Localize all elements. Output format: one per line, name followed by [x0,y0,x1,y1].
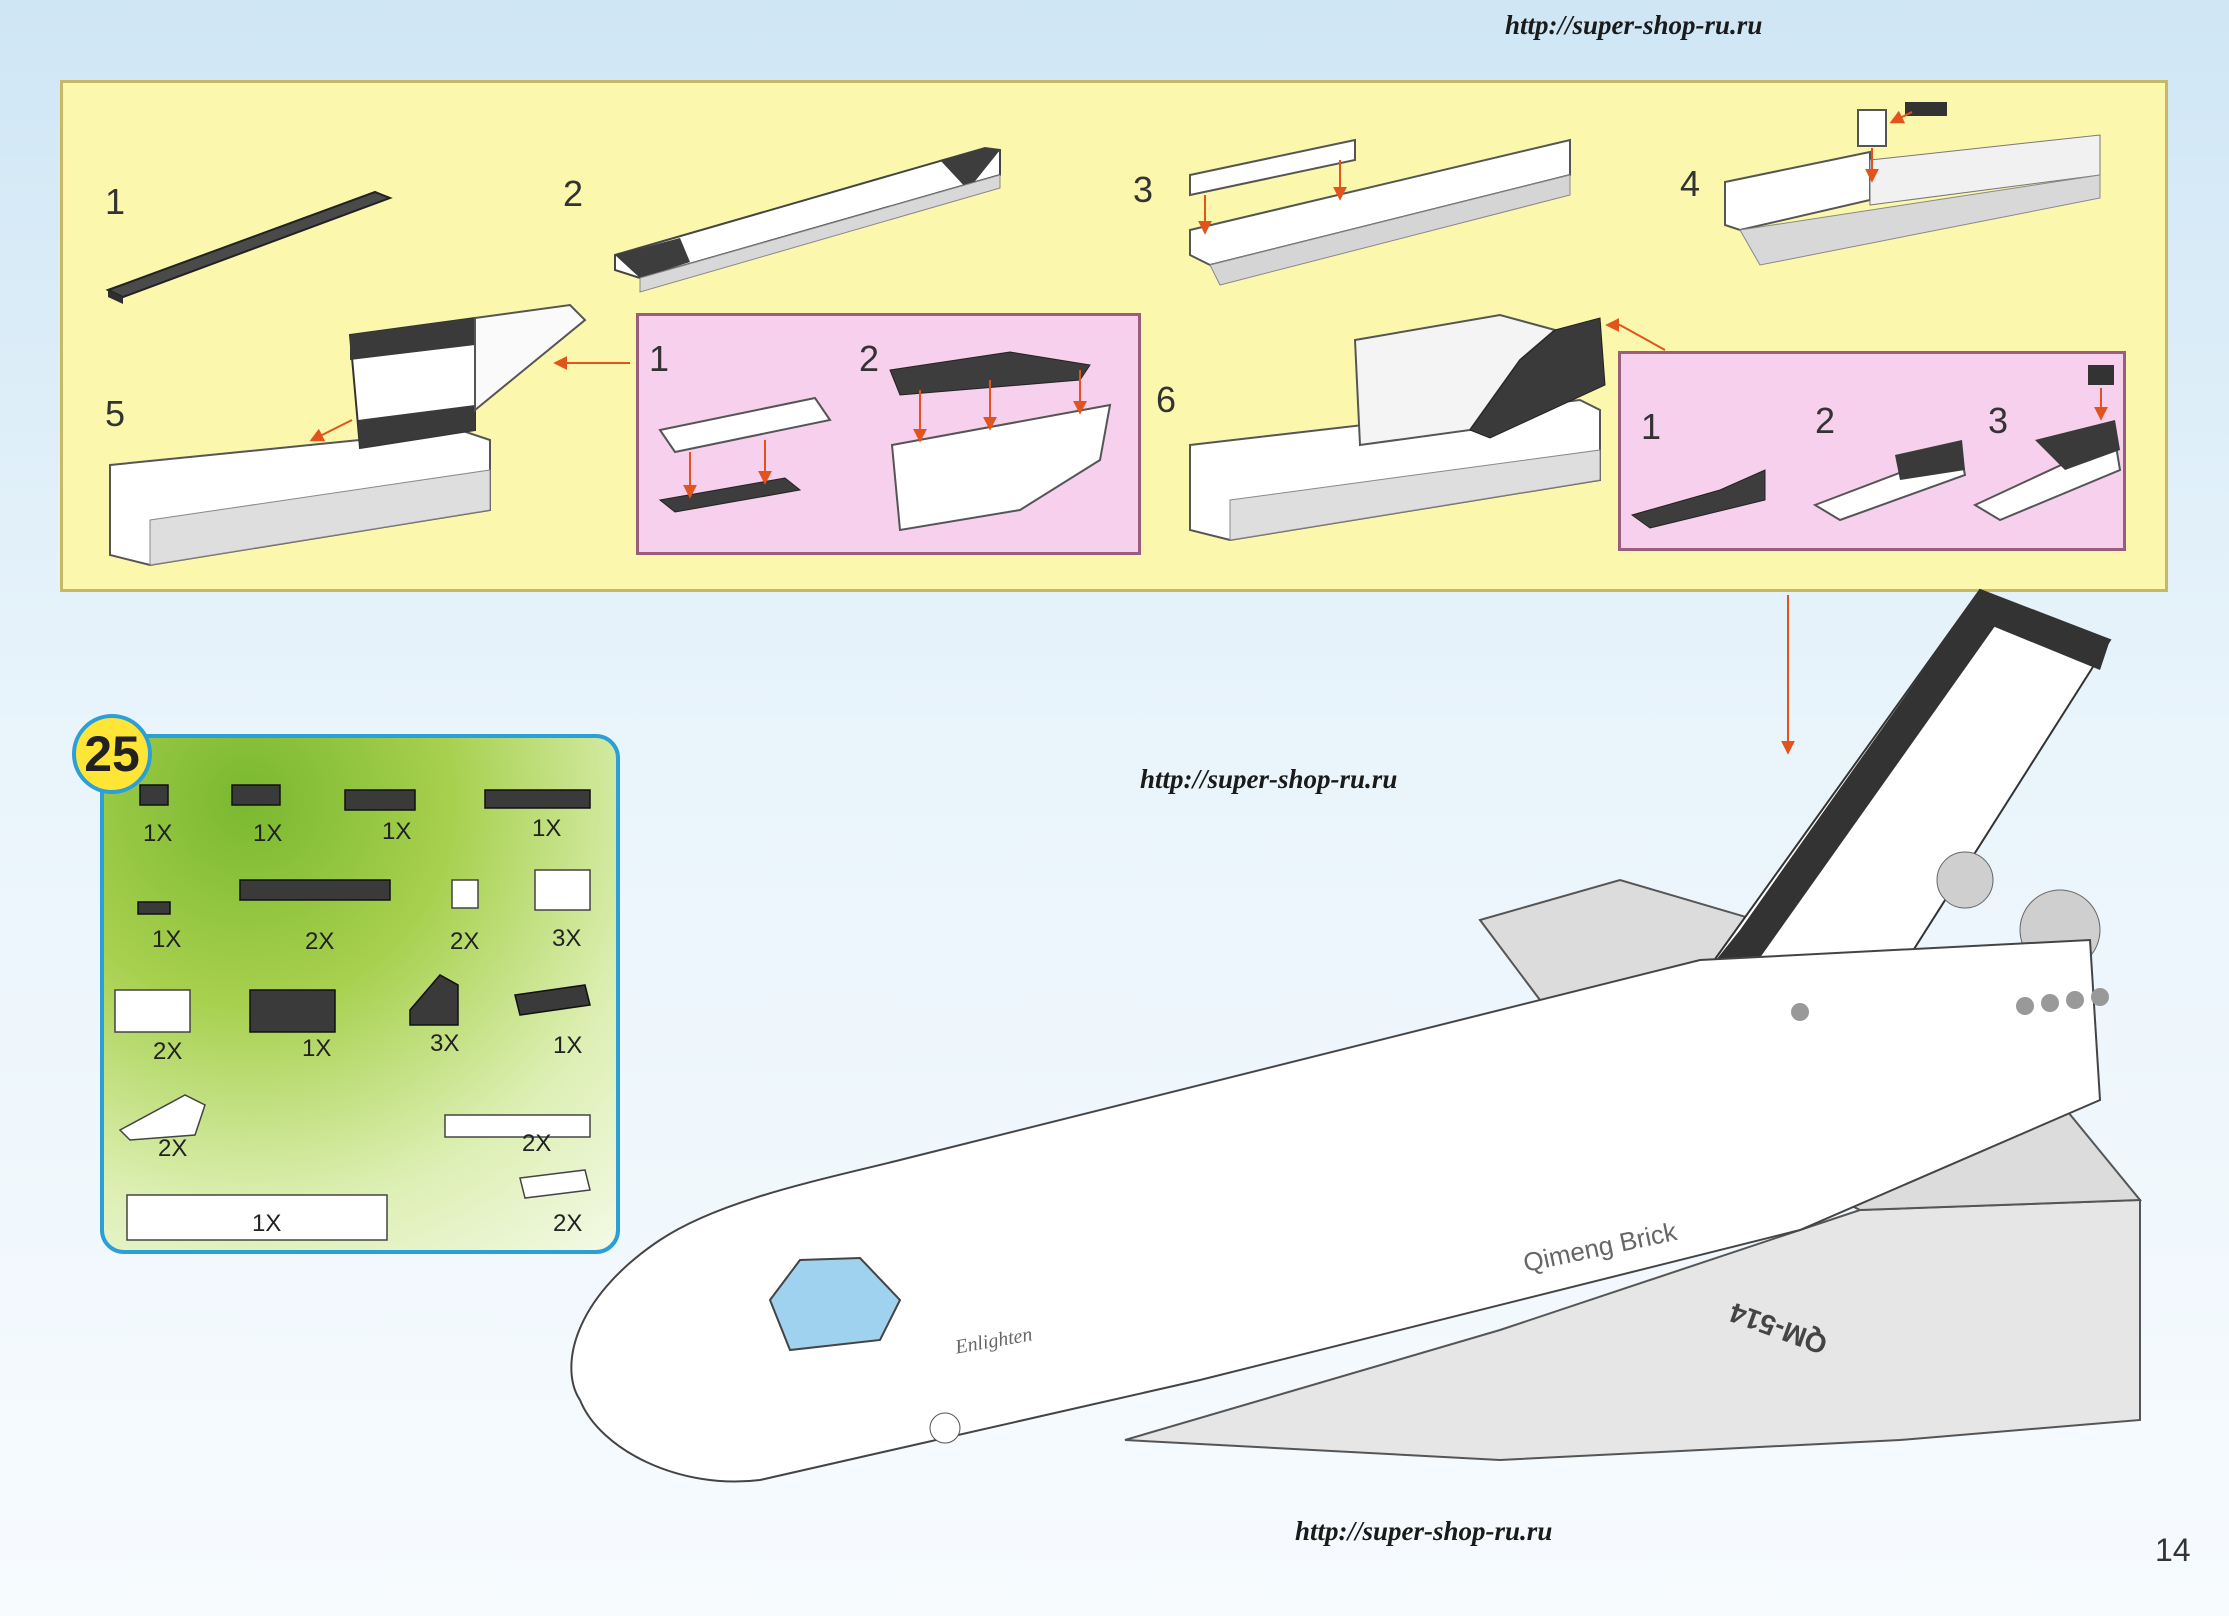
qty-13: 2X [158,1135,188,1162]
sub-assembly-inset-b: 1 2 3 [1618,351,2126,551]
inset-a-parts [658,351,1112,532]
qty-7: 2X [450,928,480,955]
qty-14: 2X [522,1130,552,1157]
part-1x2-brick [534,869,591,911]
shuttle-tail [1698,588,2112,1052]
qty-8: 3X [552,925,582,952]
step4-assembly [1724,102,2101,266]
shuttle-fuselage [570,938,2109,1483]
part-1x4-tile [484,789,591,809]
step-number-2: 2 [563,173,584,214]
qty-1: 1X [143,820,173,847]
part-1x10-brick [126,1194,388,1241]
step5-assembly [109,303,630,567]
part-1x3-plate [344,789,416,811]
part-pin [137,901,171,915]
part-1x6-plate [444,1114,591,1138]
part-1x1-brick-hole [451,879,479,909]
qty-16: 2X [553,1210,583,1237]
qty-10: 1X [302,1035,332,1062]
step-number-6: 6 [1156,379,1177,420]
step3-assembly [1189,138,1571,286]
step2-assembly [614,146,1001,293]
inset-b-step-3: 3 [1988,400,2009,441]
qty-3: 1X [382,818,412,845]
part-1x6-tile [239,879,391,901]
cockpit-windows [768,1256,902,1352]
watermark-url-middle: http://super-shop-ru.ru [1140,764,1398,794]
inset-b-parts [1630,365,2122,529]
qty-12: 1X [553,1032,583,1059]
part-1x4-brick-dark [249,989,336,1033]
part-slope-plate-dark [514,984,591,1016]
step6-assembly [1189,313,1666,542]
qty-5: 1X [152,926,182,953]
inset-a-step-1: 1 [649,338,670,379]
inset-b-step-2: 2 [1815,400,1836,441]
step-number-1: 1 [105,181,126,222]
part-1x2-plate [231,784,281,806]
part-curved-slope [118,1094,206,1141]
inset-a-step-2: 2 [859,338,880,379]
qty-9: 2X [153,1038,183,1065]
part-slope-plate [519,1169,591,1199]
step-number-3: 3 [1133,169,1154,210]
emblem [929,1412,961,1444]
qty-11: 3X [430,1030,460,1057]
qty-6: 2X [305,928,335,955]
watermark-url-top: http://super-shop-ru.ru [1505,10,1763,40]
step-number-badge: 25 [72,714,152,794]
part-slope-dark [409,974,459,1026]
page-number: 14 [2155,1532,2191,1568]
watermark-url-bottom: http://super-shop-ru.ru [1295,1516,1553,1546]
inset-b-step-1: 1 [1641,406,1662,447]
part-1x1-plate [139,784,169,806]
qty-15: 1X [252,1210,282,1237]
step-number-4: 4 [1680,163,1701,204]
qty-2: 1X [253,820,283,847]
part-1x3-brick [114,989,191,1033]
qty-4: 1X [532,815,562,842]
step1-dark-plate [105,190,393,304]
step-number-5: 5 [105,393,126,434]
